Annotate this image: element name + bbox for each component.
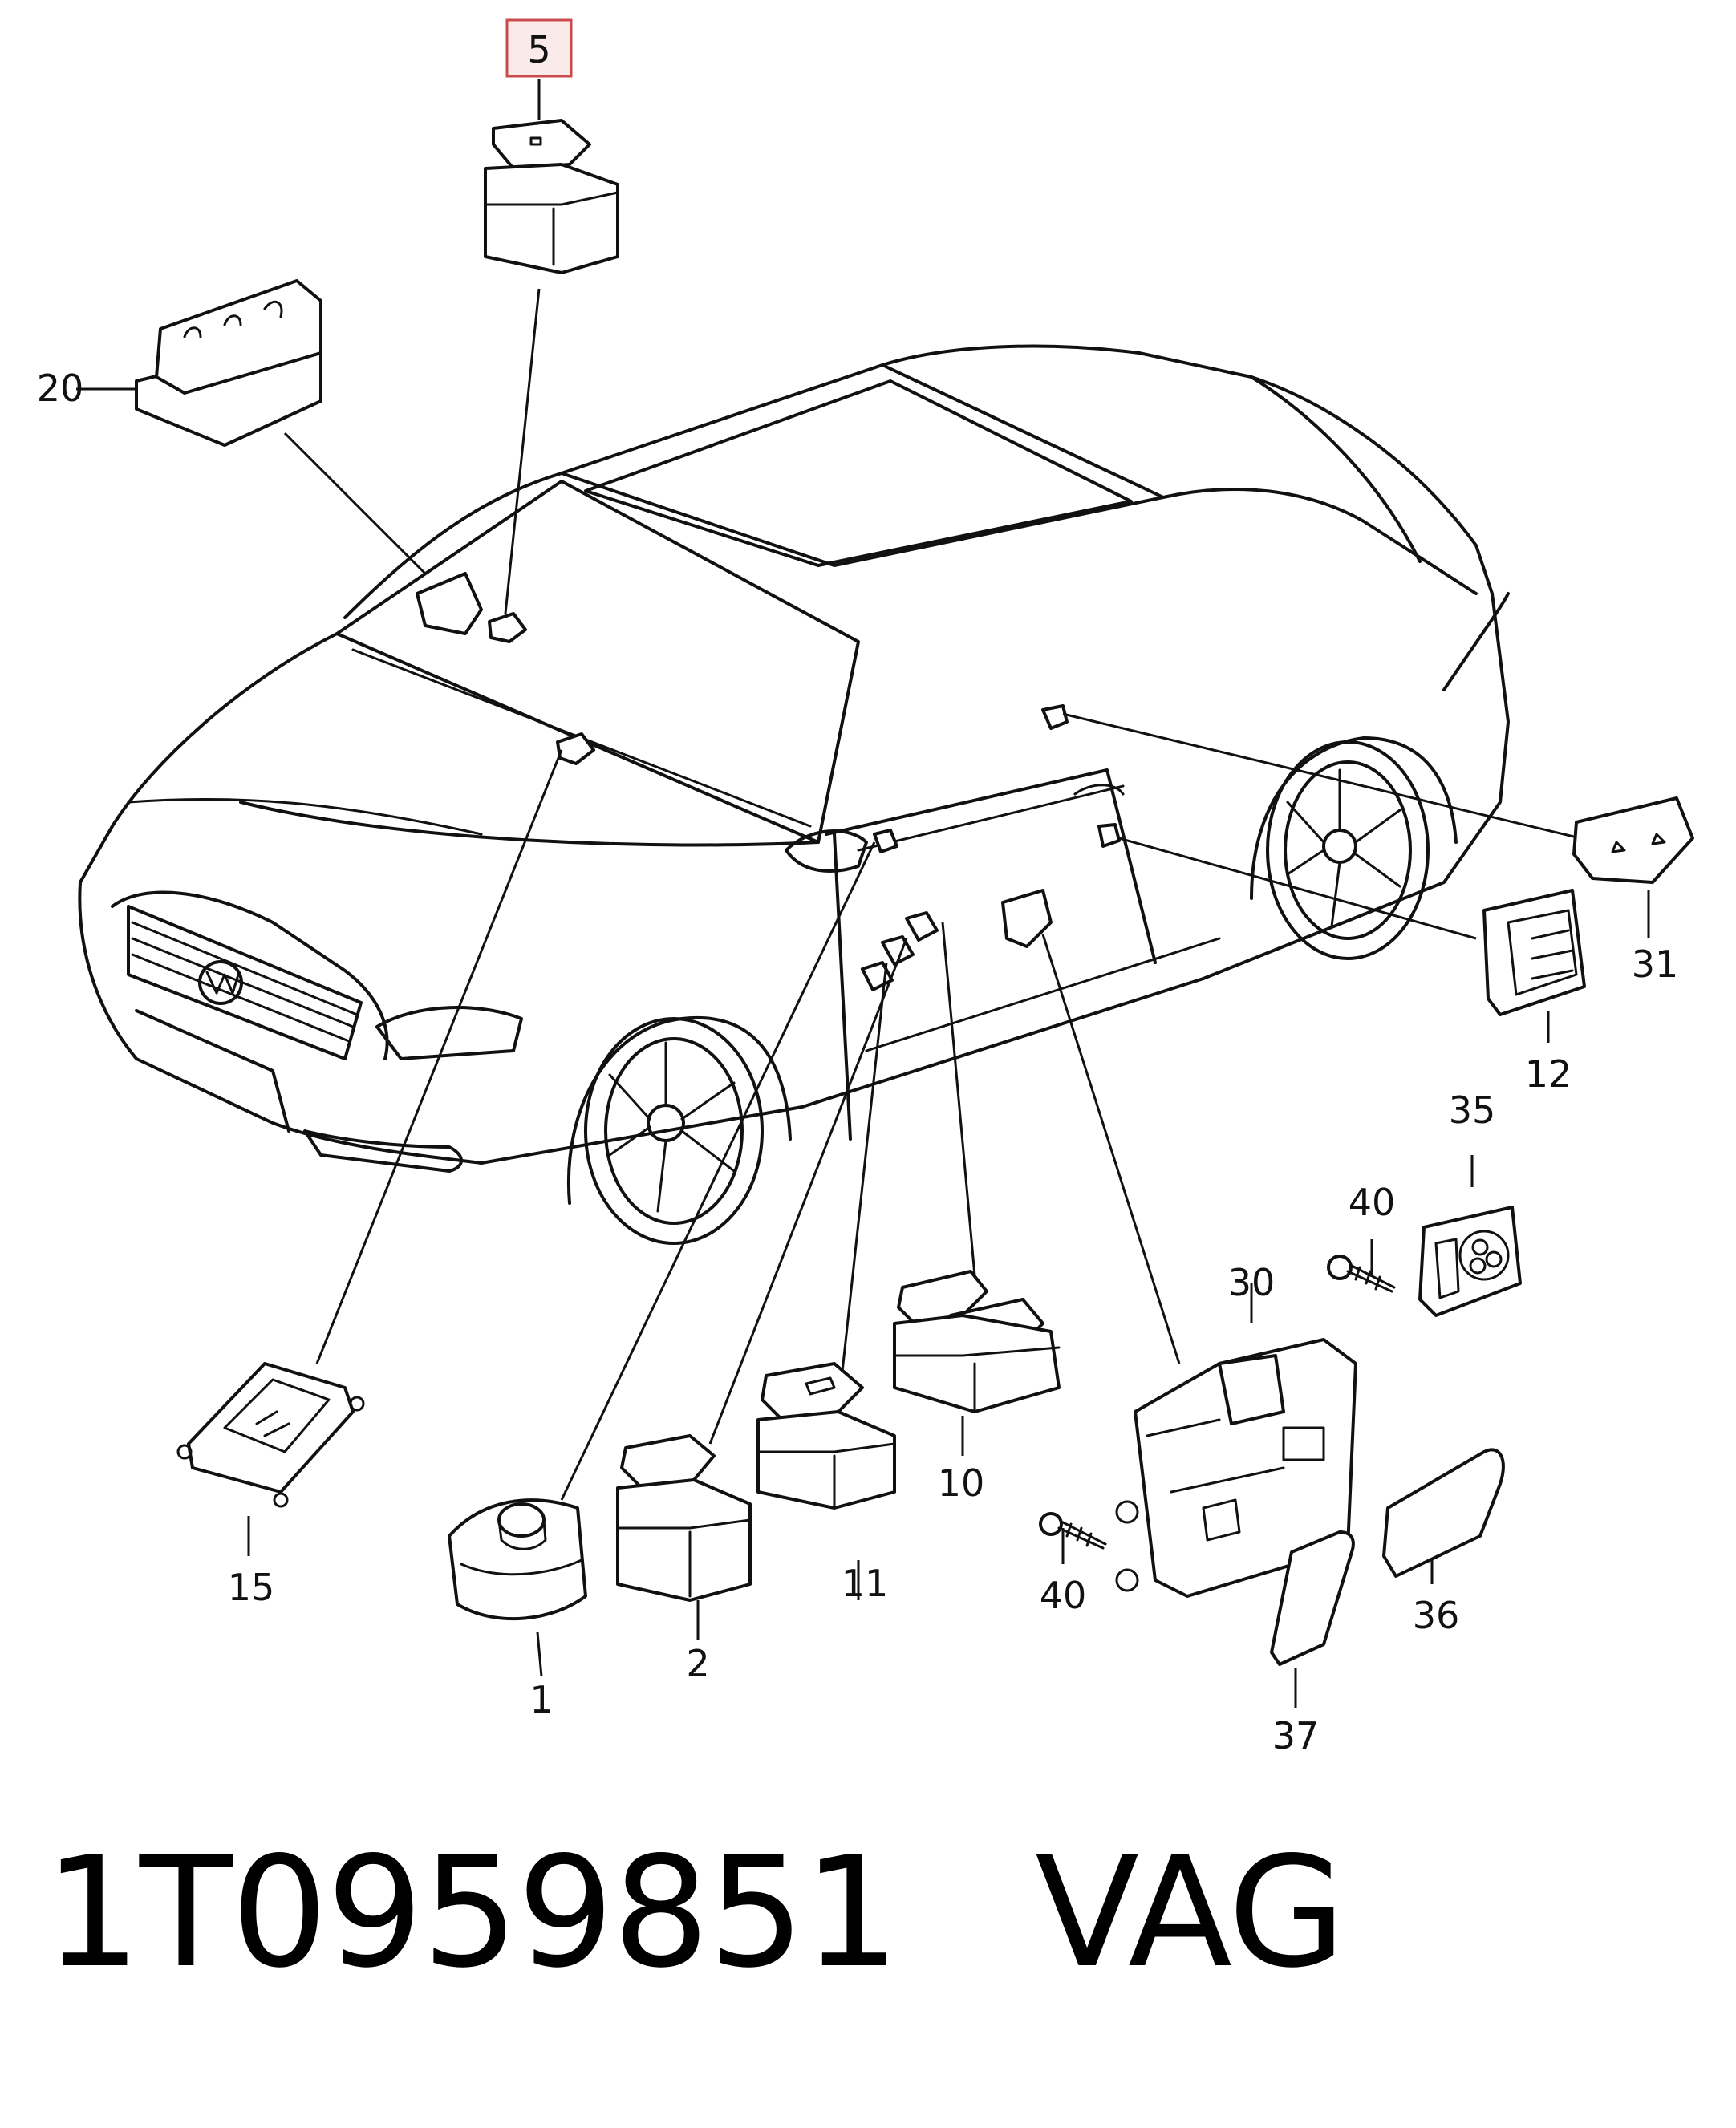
callout-15: 15	[228, 1566, 275, 1609]
part-12-switch	[1482, 889, 1586, 1016]
callout-36: 36	[1413, 1594, 1460, 1637]
callout-1: 1	[529, 1678, 553, 1721]
highlight-box	[505, 18, 573, 78]
part-40-screw-top	[1327, 1255, 1396, 1293]
callout-30: 30	[1228, 1261, 1276, 1304]
part-40-screw-bottom	[1039, 1512, 1107, 1550]
part-35-switch	[1418, 1206, 1522, 1317]
part-10-switch	[893, 1270, 1061, 1413]
footer: 1T0959851 VAG	[44, 1824, 1346, 2001]
part-1-knob	[448, 1498, 587, 1621]
callout-37: 37	[1272, 1714, 1320, 1757]
part-11-switch	[756, 1362, 896, 1510]
callout-35: 35	[1449, 1088, 1496, 1132]
part-5-switch	[484, 119, 619, 274]
part-20-switch	[135, 279, 322, 447]
callout-20: 20	[37, 367, 84, 410]
callout-labels: 5 20 31 12 35 40 30 15 10 11 2 1 40 36 3…	[37, 18, 1679, 1757]
callout-12: 12	[1525, 1052, 1572, 1096]
callout-10: 10	[938, 1461, 985, 1505]
part-37-cap	[1270, 1530, 1355, 1666]
callout-40-top: 40	[1349, 1181, 1396, 1224]
part-15-switch	[176, 1362, 365, 1508]
car-illustration	[78, 344, 1510, 1245]
part-36-cap	[1382, 1448, 1505, 1578]
part-number: 1T0959851	[44, 1824, 900, 2001]
manufacturer: VAG	[1035, 1824, 1346, 2001]
callout-5: 5	[527, 28, 550, 71]
callout-40-bottom: 40	[1040, 1574, 1087, 1617]
leader-lines	[76, 79, 1650, 1708]
part-31-switch	[1572, 796, 1694, 884]
part-2-switch	[616, 1434, 752, 1602]
callout-11: 11	[842, 1562, 889, 1605]
part-30-module	[1115, 1338, 1357, 1598]
callout-31: 31	[1632, 942, 1679, 986]
callout-2: 2	[686, 1642, 709, 1685]
